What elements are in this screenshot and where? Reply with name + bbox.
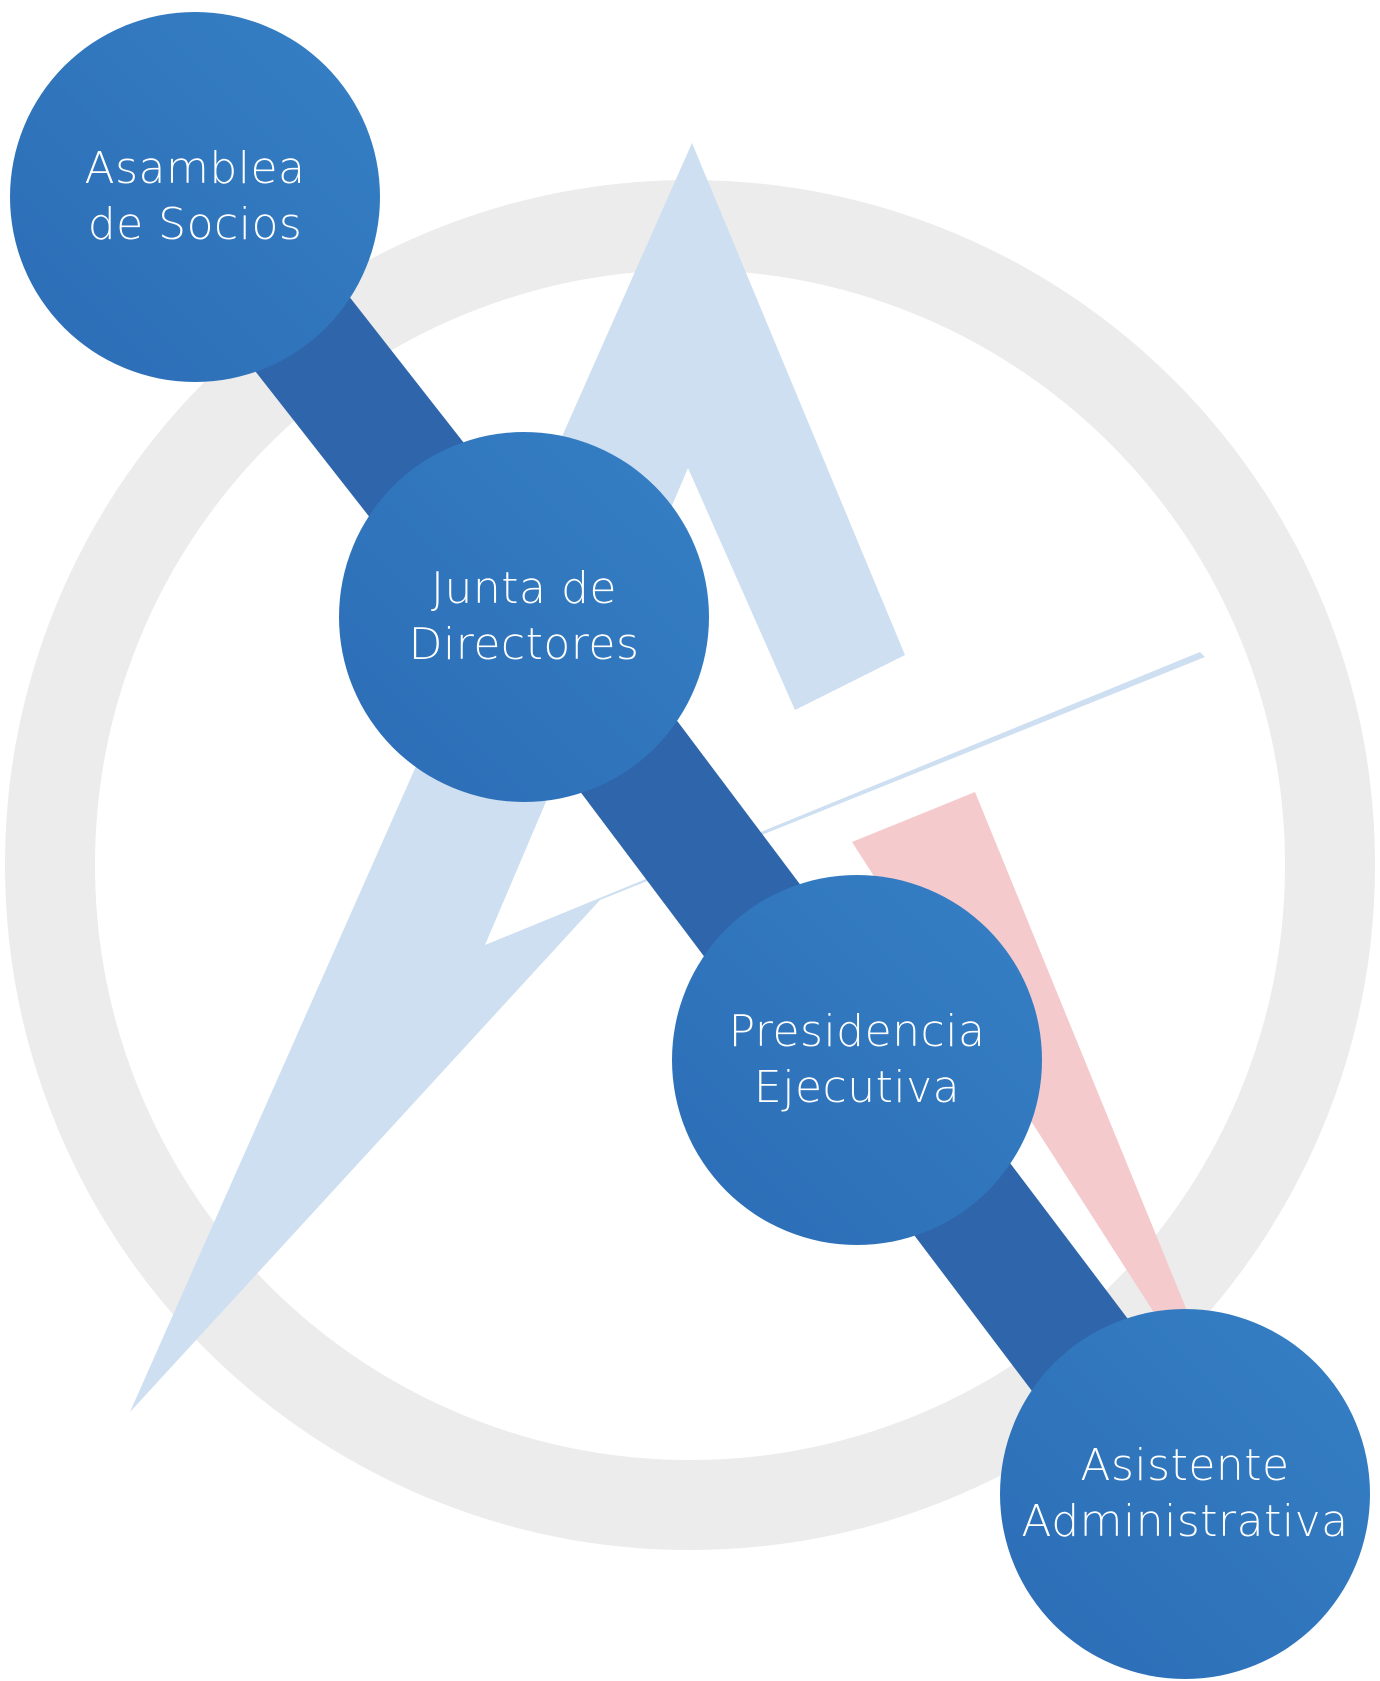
nodes: [10, 12, 1370, 1679]
node-asistente: [1000, 1309, 1370, 1679]
node-junta: [339, 432, 709, 802]
node-presidencia: [672, 875, 1042, 1245]
watermark-compass-needle-blue: [130, 143, 1205, 1412]
node-asamblea: [10, 12, 380, 382]
